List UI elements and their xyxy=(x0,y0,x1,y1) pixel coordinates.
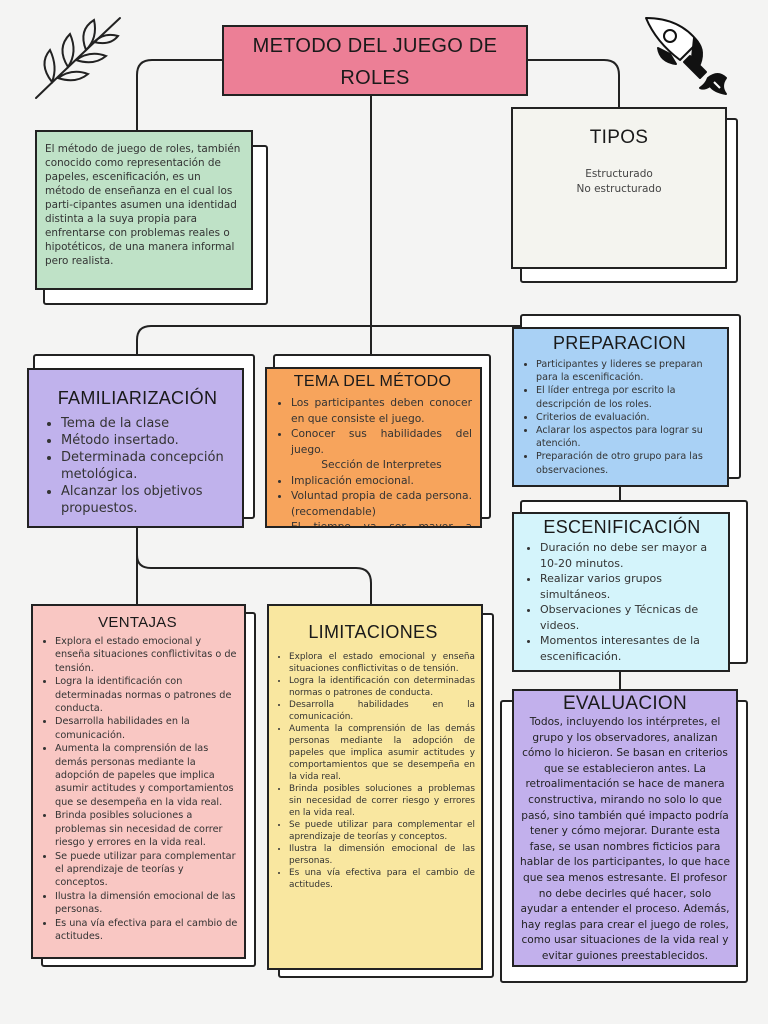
main-title: METODO DEL JUEGO DE ROLES xyxy=(252,35,498,89)
list-item: Brinda posibles soluciones a problemas s… xyxy=(55,809,238,849)
evaluacion-text: Todos, incluyendo los intérpretes, el gr… xyxy=(520,716,730,962)
evaluacion-box: EVALUACION Todos, incluyendo los intérpr… xyxy=(512,689,738,967)
escenificacion-title: ESCENIFICACIÓN xyxy=(543,517,701,537)
list-item: Aclarar los aspectos para lograr su aten… xyxy=(536,424,721,450)
list-item: Observaciones y Técnicas de videos. xyxy=(540,602,722,633)
limitaciones-box: LIMITACIONES Explora el estado emocional… xyxy=(267,604,483,970)
preparacion-title: PREPARACION xyxy=(553,333,686,353)
tema-box: TEMA DEL MÉTODO Los participantes deben … xyxy=(265,367,482,528)
leaf-branch-icon xyxy=(35,17,121,99)
list-item: Alcanzar los objetivos propuestos. xyxy=(61,483,232,517)
ventajas-title: VENTAJAS xyxy=(98,614,177,631)
list-item: Preparación de otro grupo para las obser… xyxy=(536,450,721,476)
list-item: El tiempo va ser mayor a acordado. xyxy=(291,519,472,526)
definition-box: El método de juego de roles, también con… xyxy=(35,130,253,290)
tipos-item: No estructurado xyxy=(576,183,662,195)
list-item: Determinada concepción metológica. xyxy=(61,449,232,483)
evaluacion-title: EVALUACION xyxy=(562,693,688,714)
list-item: Se puede utilizar para complementar el a… xyxy=(55,850,238,890)
rocket-icon xyxy=(645,17,727,95)
preparacion-box: PREPARACION Participantes y lideres se p… xyxy=(512,327,729,487)
list-item: Explora el estado emocional y enseña sit… xyxy=(289,651,475,675)
list-item: Desarrolla habilidades en la comunicació… xyxy=(55,715,238,742)
list-item: Desarrolla habilidades en la comunicació… xyxy=(289,699,475,723)
tipos-item: Estructurado xyxy=(585,168,653,180)
tema-subitem: Sección de Interpretes xyxy=(321,458,442,471)
list-item: Método insertado. xyxy=(61,432,232,449)
list-item: Logra la identificación con determinadas… xyxy=(289,675,475,699)
list-item: Realizar varios grupos simultáneos. xyxy=(540,571,722,602)
list-item: Aumenta la comprensión de las demás pers… xyxy=(289,723,475,783)
definition-text: El método de juego de roles, también con… xyxy=(45,143,241,267)
list-item: Se puede utilizar para complementar el a… xyxy=(289,819,475,843)
list-item: Participantes y lideres se preparan para… xyxy=(536,358,721,384)
familiarizacion-title: FAMILIARIZACIÓN xyxy=(57,388,218,408)
list-item: Ilustra la dimensión emocional de las pe… xyxy=(289,843,475,867)
list-item: Ilustra la dimensión emocional de las pe… xyxy=(55,890,238,917)
list-item: El líder entrega por escrito la descripc… xyxy=(536,384,721,410)
tema-title: TEMA DEL MÉTODO xyxy=(293,373,452,390)
list-item: Es una vía efectiva para el cambio de ac… xyxy=(289,867,475,891)
list-item: Conocer sus habilidades del juego.Secció… xyxy=(291,426,472,473)
list-item: Implicación emocional. xyxy=(291,473,472,489)
tipos-title: TIPOS xyxy=(589,127,649,148)
list-item: Explora el estado emocional y enseña sit… xyxy=(55,635,238,675)
ventajas-box: VENTAJAS Explora el estado emocional y e… xyxy=(31,604,246,959)
list-item: Tema de la clase xyxy=(61,415,232,432)
list-item: Criterios de evaluación. xyxy=(536,411,721,424)
list-item: Aumenta la comprensión de las demás pers… xyxy=(55,742,238,809)
tipos-box: TIPOS Estructurado No estructurado xyxy=(511,107,727,269)
list-item: Momentos interesantes de la escenificaci… xyxy=(540,633,722,664)
list-item: Voluntad propia de cada persona. (recome… xyxy=(291,488,472,519)
familiarizacion-box: FAMILIARIZACIÓN Tema de la clase Método … xyxy=(27,368,244,528)
list-item: Brinda posibles soluciones a problemas s… xyxy=(289,783,475,819)
list-item: Logra la identificación con determinadas… xyxy=(55,675,238,715)
escenificacion-box: ESCENIFICACIÓN Duración no debe ser mayo… xyxy=(512,512,730,672)
list-item: Los participantes deben conocer en que c… xyxy=(291,395,472,426)
list-item: Duración no debe ser mayor a 10-20 minut… xyxy=(540,540,722,571)
main-title-box: METODO DEL JUEGO DE ROLES xyxy=(222,25,528,96)
limitaciones-title: LIMITACIONES xyxy=(308,622,438,642)
list-item: Es una vía efectiva para el cambio de ac… xyxy=(55,917,238,944)
